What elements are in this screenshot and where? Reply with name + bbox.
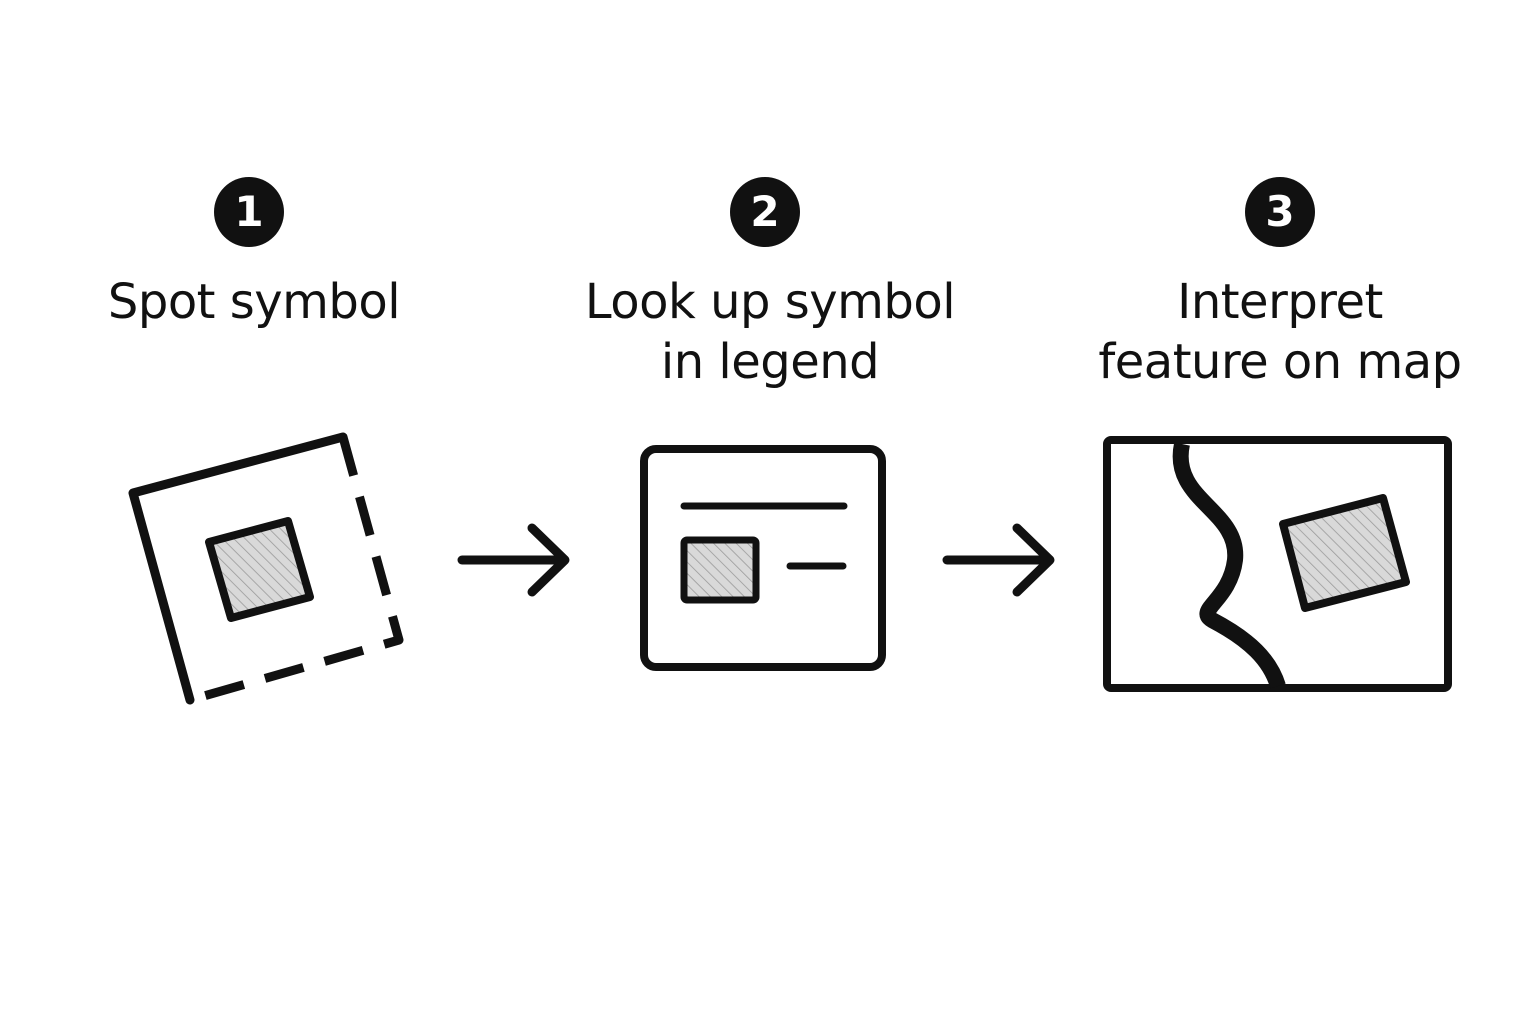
step-3-title: Interpret feature on map [1060,272,1500,392]
arrow-right-icon [457,523,570,597]
map-feature-symbol [1279,494,1410,612]
step-3-badge: 3 [1245,177,1315,247]
frame-solid-edges [128,432,348,705]
step-1-title-line-1: Spot symbol [107,274,401,330]
step-2-title-line-1: Look up symbol [584,274,956,330]
river-line [1172,442,1286,689]
spotted-symbol [205,517,314,622]
step-1-badge: 1 [214,177,284,247]
map-with-river-icon [1103,436,1452,692]
legend-panel-icon [640,445,886,671]
step-3-title-line-2: feature on map [1098,334,1462,390]
step-1-title: Spot symbol [34,272,474,332]
legend-symbol-swatch [680,536,760,604]
frame-dashed-edges [188,435,404,705]
map-frame [1103,436,1452,692]
step-2-title-line-2: in legend [660,334,880,390]
step-3-title-line-1: Interpret [1177,274,1383,330]
step-2-title: Look up symbol in legend [550,272,990,392]
legend-frame [640,445,886,671]
step-2-badge: 2 [730,177,800,247]
dashed-frame-with-symbol-icon [128,432,404,705]
arrow-right-icon [942,523,1055,597]
